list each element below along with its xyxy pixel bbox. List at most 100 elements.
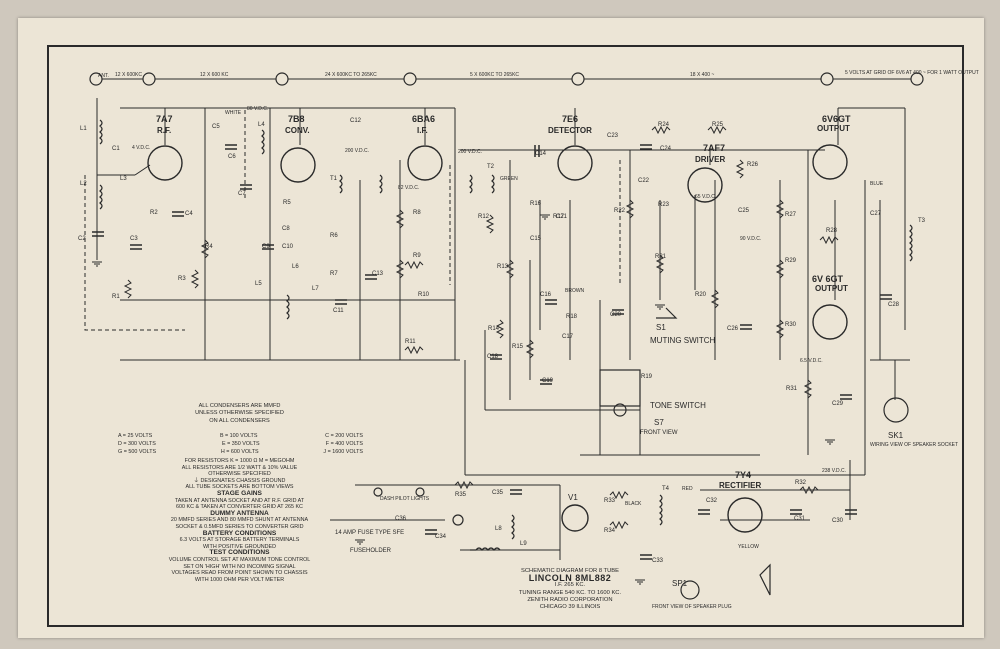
svg-text:OUTPUT: OUTPUT — [817, 124, 850, 133]
svg-text:C3: C3 — [130, 236, 138, 242]
svg-text:BLUE: BLUE — [870, 181, 884, 187]
if-freq: I.F. 265 KC. — [554, 582, 586, 589]
svg-text:C21: C21 — [556, 214, 568, 220]
svg-text:WHITE: WHITE — [225, 110, 242, 116]
svg-text:6.5 V.D.C.: 6.5 V.D.C. — [800, 358, 823, 364]
svg-text:C15: C15 — [530, 236, 542, 242]
svg-text:C32: C32 — [706, 498, 718, 504]
svg-text:12 X 600 KC: 12 X 600 KC — [200, 72, 229, 78]
svg-text:C10: C10 — [282, 244, 294, 250]
svg-text:R25: R25 — [712, 122, 724, 128]
svg-text:90 V.D.C.: 90 V.D.C. — [740, 236, 761, 242]
svg-text:7Y4: 7Y4 — [735, 470, 751, 480]
svg-text:L4: L4 — [258, 122, 265, 128]
tube-symbols — [147, 144, 848, 533]
misc-labels: MUTING SWITCH S1 TONE SWITCH S7 FRONT VI… — [225, 110, 958, 610]
svg-text:6BA6: 6BA6 — [412, 114, 435, 124]
svg-text:R.F.: R.F. — [157, 126, 171, 135]
svg-text:C14: C14 — [535, 151, 547, 157]
svg-text:C18: C18 — [487, 354, 499, 360]
svg-text:SK1: SK1 — [888, 431, 904, 440]
svg-text:L7: L7 — [312, 286, 319, 292]
svg-text:R22: R22 — [614, 208, 626, 214]
ant-label: ANT. — [98, 73, 109, 79]
svg-text:R33: R33 — [604, 498, 616, 504]
svg-text:RED: RED — [682, 486, 693, 492]
svg-text:R3: R3 — [178, 276, 186, 282]
svg-text:L9: L9 — [520, 541, 527, 547]
svg-text:R12: R12 — [478, 214, 490, 220]
svg-text:C16: C16 — [540, 292, 552, 298]
svg-text:C28: C28 — [888, 302, 900, 308]
component-designators: L1 L2 L3 L4 L5 L6 L7 L8 L9 C1 C2 C3 C4 C… — [78, 118, 926, 564]
svg-text:C2: C2 — [78, 236, 86, 242]
model-name: LINCOLN 8ML882 — [528, 573, 612, 584]
tube-7a7-symbol — [147, 145, 183, 181]
svg-text:18 X 400 ~: 18 X 400 ~ — [690, 72, 714, 78]
svg-text:R11: R11 — [405, 339, 416, 345]
title-line1: SCHEMATIC DIAGRAM FOR 8 TUBE — [520, 568, 620, 574]
svg-text:R18: R18 — [566, 314, 578, 320]
svg-text:FUSEHOLDER: FUSEHOLDER — [350, 548, 392, 554]
svg-text:4 V.D.C.: 4 V.D.C. — [132, 145, 150, 151]
svg-text:C23: C23 — [607, 133, 619, 139]
svg-text:R30: R30 — [785, 322, 797, 328]
svg-text:R10: R10 — [418, 292, 430, 298]
svg-text:200 V.D.C.: 200 V.D.C. — [458, 149, 482, 155]
svg-text:C5: C5 — [212, 124, 220, 130]
tone-switch-label: TONE SWITCH — [650, 401, 706, 410]
tuning-range: TUNING RANGE 540 KC. TO 1600 KC. — [518, 589, 622, 596]
svg-text:R13: R13 — [497, 264, 509, 270]
capacitor-symbols — [92, 144, 892, 560]
tube-7af7-symbol — [687, 167, 723, 203]
svg-text:R16: R16 — [530, 201, 542, 207]
svg-text:T4: T4 — [662, 486, 670, 492]
svg-text:R5: R5 — [283, 200, 291, 206]
svg-text:C31: C31 — [794, 516, 806, 522]
tube-6ba6-symbol — [407, 145, 443, 181]
svg-text:C30: C30 — [832, 518, 844, 524]
svg-text:R27: R27 — [785, 212, 797, 218]
svg-text:200 V.D.C.: 200 V.D.C. — [345, 148, 369, 154]
svg-text:L5: L5 — [255, 281, 262, 287]
svg-text:R32: R32 — [795, 480, 807, 486]
svg-text:L3: L3 — [120, 176, 127, 182]
svg-text:R2: R2 — [150, 210, 158, 216]
svg-text:7B8: 7B8 — [288, 114, 305, 124]
svg-text:R21: R21 — [655, 254, 667, 260]
svg-text:C11: C11 — [333, 308, 344, 314]
svg-text:RECTIFIER: RECTIFIER — [719, 481, 761, 490]
svg-text:C26: C26 — [727, 326, 739, 332]
svg-text:YELLOW: YELLOW — [738, 544, 759, 550]
svg-text:C19: C19 — [542, 378, 554, 384]
svg-text:C9: C9 — [262, 244, 270, 250]
svg-text:80 V.D.C.: 80 V.D.C. — [247, 106, 268, 112]
test-notes: FOR RESISTORS K = 1000 Ω M = MEGOHM ALL … — [168, 458, 311, 583]
vibrator-symbol — [561, 504, 589, 532]
ground-symbols — [92, 214, 835, 585]
svg-text:R35: R35 — [455, 492, 467, 498]
svg-text:SP1: SP1 — [672, 579, 688, 588]
svg-text:C25: C25 — [738, 208, 750, 214]
muting-switch-label: MUTING SWITCH — [650, 336, 716, 345]
svg-text:7E6: 7E6 — [562, 114, 578, 124]
svg-text:DRIVER: DRIVER — [695, 155, 725, 164]
svg-text:5 X 600KC TO 265KC: 5 X 600KC TO 265KC — [470, 72, 519, 78]
svg-text:WIRING VIEW OF SPEAKER SOCKET: WIRING VIEW OF SPEAKER SOCKET — [870, 442, 958, 448]
signal-test-points — [89, 72, 924, 86]
svg-text:T3: T3 — [918, 218, 926, 224]
svg-text:BLACK: BLACK — [625, 501, 642, 507]
voltage-labels: 4 V.D.C. 80 V.D.C. 82 V.D.C. 200 V.D.C. … — [132, 106, 846, 474]
svg-text:R14: R14 — [488, 326, 500, 332]
svg-text:82 V.D.C.: 82 V.D.C. — [398, 185, 419, 191]
tube-7y4-symbol — [727, 497, 763, 533]
svg-text:12 X 600KC: 12 X 600KC — [115, 72, 142, 78]
resistor-symbols — [123, 125, 839, 530]
svg-text:R31: R31 — [786, 386, 798, 392]
svg-text:I.F.: I.F. — [417, 126, 428, 135]
svg-text:R8: R8 — [413, 210, 421, 216]
svg-text:L6: L6 — [292, 264, 299, 270]
svg-text:OUTPUT: OUTPUT — [815, 284, 848, 293]
